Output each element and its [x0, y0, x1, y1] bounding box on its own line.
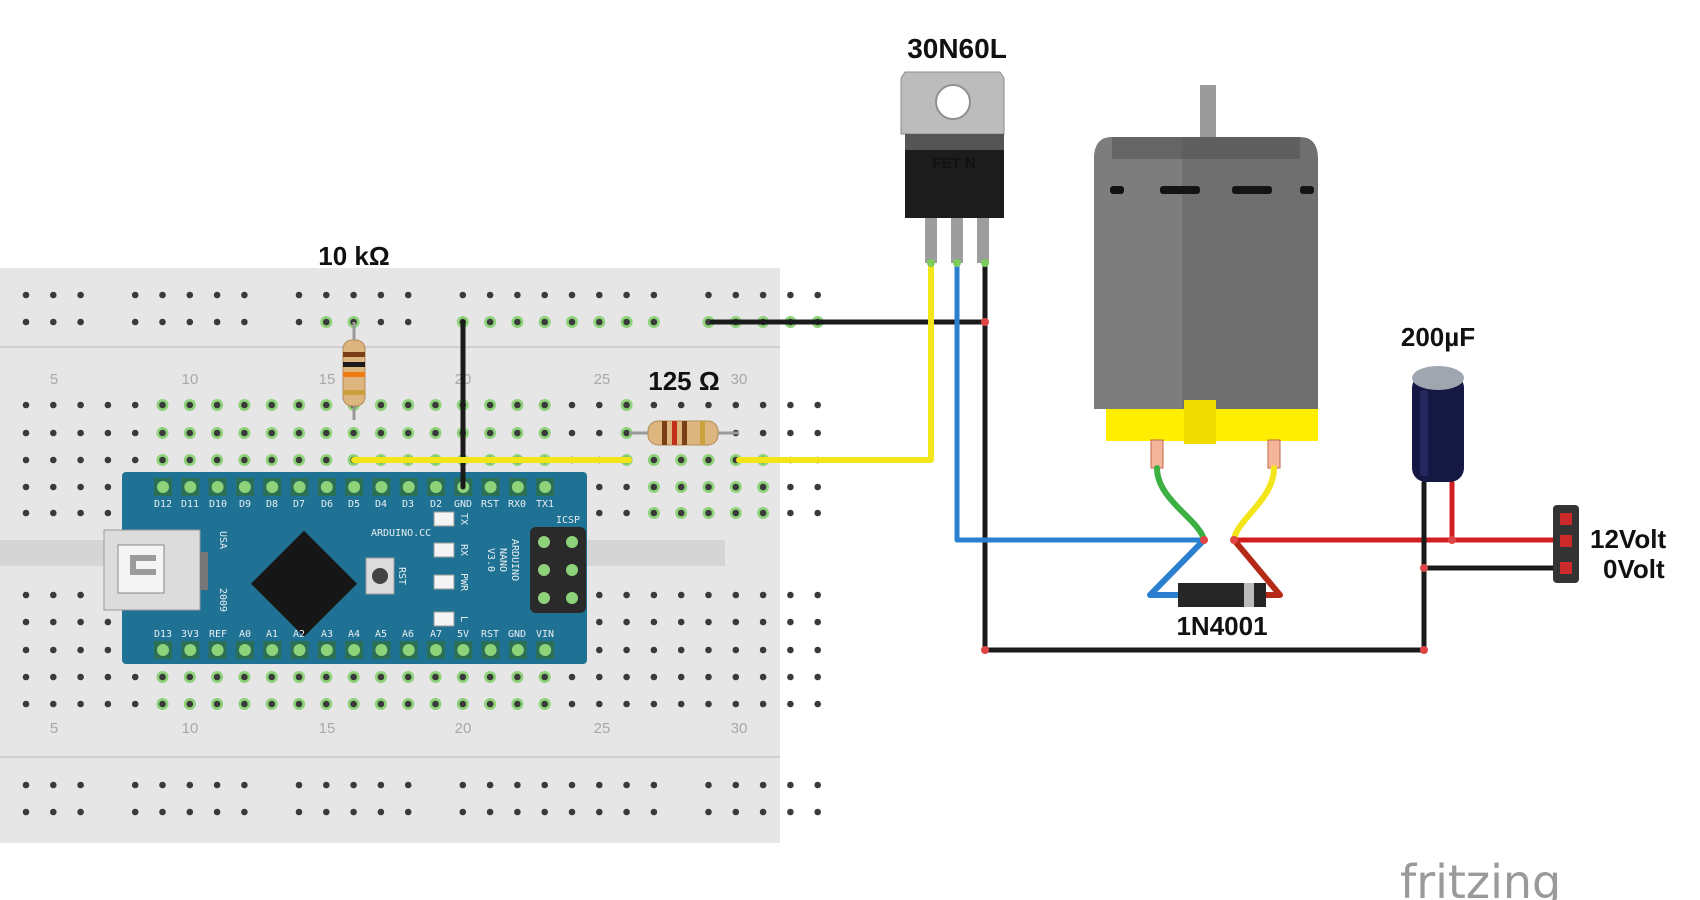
fritzing-watermark: fritzing [1400, 855, 1561, 900]
icsp-label: ICSP [556, 515, 580, 526]
pin-label: REF [209, 629, 227, 640]
l-label: L [458, 616, 469, 622]
column-numbers-bottom: 5 10 15 20 25 30 [50, 720, 748, 737]
wire-source-ground [982, 260, 1427, 653]
col-num: 20 [455, 720, 472, 737]
wire-diode-red [1231, 537, 1283, 598]
led-rx [433, 542, 455, 558]
pin-label: A7 [430, 629, 442, 640]
diode [1178, 583, 1266, 607]
col-num: 15 [319, 720, 336, 737]
col-num: 15 [319, 371, 336, 388]
col-num: 30 [731, 720, 748, 737]
led-pwr [433, 574, 455, 590]
pin-label: D3 [402, 499, 414, 510]
year-label: 2009 [217, 588, 228, 612]
pin-label: D13 [154, 629, 172, 640]
led-tx [433, 511, 455, 527]
resistor-10k [342, 322, 366, 420]
pin-label: A0 [239, 629, 251, 640]
pin-label: VIN [536, 629, 554, 640]
usb-connector [103, 529, 208, 611]
pin-label: A1 [266, 629, 278, 640]
wires [351, 259, 1563, 654]
pin-label: D4 [375, 499, 387, 510]
nano-bottom-pin-labels: D13 3V3 REF A0 A1 A2 A3 A4 A5 A6 A7 5V R… [154, 629, 554, 640]
mosfet-label: 30N60L [907, 33, 1007, 64]
nano-top-pin-labels: D12 D11 D10 D9 D8 D7 D6 D5 D4 D3 D2 GND … [154, 499, 554, 510]
usa-label: USA [217, 531, 228, 549]
resistor-125 [629, 420, 739, 446]
wire-diode-blue [1147, 537, 1207, 598]
pwr-label: PWR [458, 573, 469, 592]
pin-label: D2 [430, 499, 442, 510]
capacitor-label: 200µF [1401, 322, 1475, 352]
wire-gate-yellow [736, 260, 934, 463]
nano-pin-headers [154, 478, 555, 659]
pin-label: A3 [321, 629, 333, 640]
pin-label: D8 [266, 499, 278, 510]
pin-label: D7 [293, 499, 305, 510]
col-num: 10 [182, 720, 199, 737]
r1-label: 10 kΩ [318, 241, 389, 271]
pin-label: 5V [457, 629, 469, 640]
power-connector [1553, 505, 1579, 583]
col-num: 25 [594, 720, 611, 737]
r2-label: 125 Ω [648, 366, 719, 396]
pin-label: D12 [154, 499, 172, 510]
pin-label: GND [508, 629, 526, 640]
capacitor [1412, 366, 1464, 482]
pin-label: GND [454, 499, 472, 510]
mosfet-body-label: FET N [932, 155, 975, 172]
board-brand: ARDUINO.CC [371, 528, 431, 539]
led-l [433, 611, 455, 627]
model-line: V3.0 [485, 548, 496, 572]
model-line: NANO [497, 548, 508, 572]
dc-motor [1094, 85, 1318, 469]
col-num: 10 [182, 371, 199, 388]
icsp-header [530, 527, 586, 613]
pin-label: A4 [348, 629, 360, 640]
wire-motor-green [1154, 465, 1207, 543]
pin-label: A2 [293, 629, 305, 640]
pin-label: D5 [348, 499, 360, 510]
pin-label: D10 [209, 499, 227, 510]
pin-label: A6 [402, 629, 414, 640]
pin-label: D9 [239, 499, 251, 510]
pin-label: D11 [181, 499, 199, 510]
col-num: 25 [594, 371, 611, 388]
mosfet: FET N [900, 71, 1005, 263]
pin-label: 3V3 [181, 629, 199, 640]
power-plus-label: 12Volt [1590, 524, 1666, 554]
rx-label: RX [458, 544, 469, 556]
pin-label: RX0 [508, 499, 526, 510]
pin-label: RST [481, 629, 499, 640]
column-numbers-top: 5 10 15 20 25 30 [50, 371, 748, 388]
pin-label: D6 [321, 499, 333, 510]
col-num: 30 [731, 371, 748, 388]
pin-label: A5 [375, 629, 387, 640]
model-line: ARDUINO [509, 539, 520, 581]
arduino-nano: D12 D11 D10 D9 D8 D7 D6 D5 D4 D3 D2 GND … [103, 472, 587, 664]
tx-label: TX [458, 513, 469, 525]
power-minus-label: 0Volt [1603, 554, 1665, 584]
rst-label: RST [396, 567, 407, 585]
pin-label: TX1 [536, 499, 554, 510]
reset-button [365, 557, 395, 595]
wire-motor-yellow [1231, 465, 1277, 543]
col-num: 5 [50, 720, 58, 737]
wire-drain-blue [954, 260, 1207, 543]
pin-label: RST [481, 499, 499, 510]
col-num: 5 [50, 371, 58, 388]
diode-label: 1N4001 [1176, 611, 1267, 641]
